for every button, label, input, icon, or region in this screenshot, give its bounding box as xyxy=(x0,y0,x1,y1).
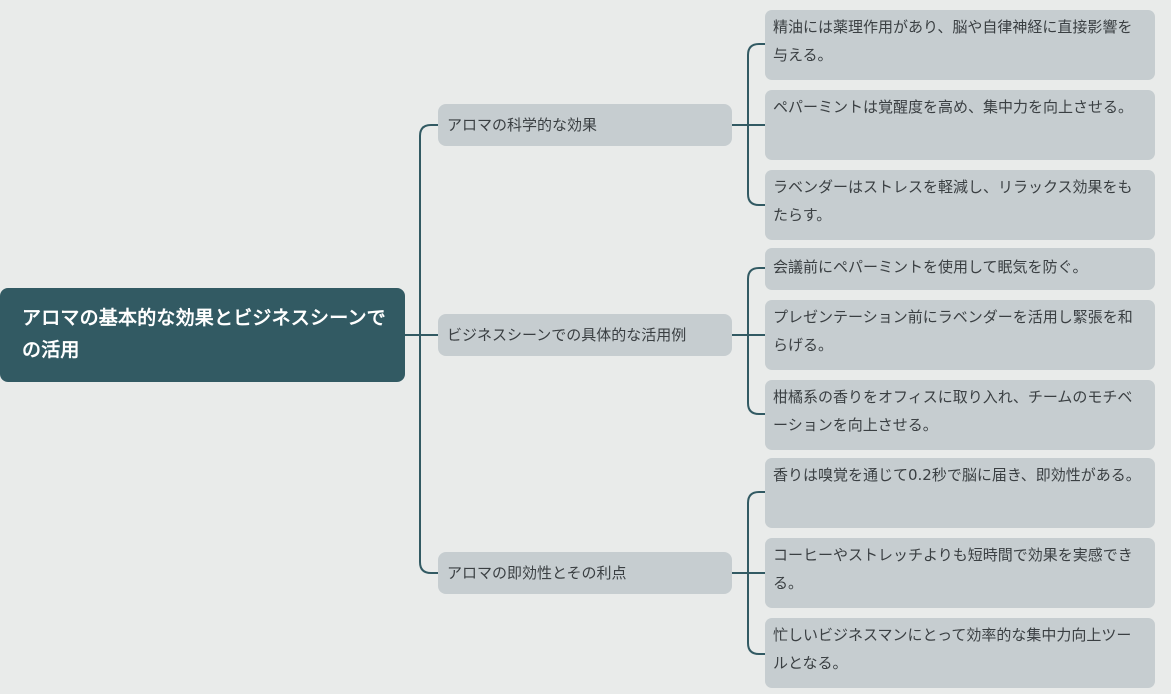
leaf-node-faster-than-coffee[interactable]: コーヒーやストレッチよりも短時間で効果を実感できる。 xyxy=(765,538,1155,608)
root-node-label: アロマの基本的な効果とビジネスシーンでの活用 xyxy=(22,307,386,361)
leaf-node-label: 柑橘系の香りをオフィスに取り入れ、チームのモチベーションを向上させる。 xyxy=(773,388,1133,434)
branch-node-immediacy-benefits[interactable]: アロマの即効性とその利点 xyxy=(438,552,732,594)
connector-branch-1-leaf-3 xyxy=(747,125,765,206)
connector-branch-2-leaf-1 xyxy=(747,267,765,335)
leaf-node-label: 精油には薬理作用があり、脳や自律神経に直接影響を与える。 xyxy=(773,18,1133,64)
leaf-node-label: ラベンダーはストレスを軽減し、リラックス効果をもたらす。 xyxy=(773,178,1133,224)
connector-root-branch-1 xyxy=(419,124,438,335)
root-node[interactable]: アロマの基本的な効果とビジネスシーンでの活用 xyxy=(0,288,405,382)
leaf-node-label: 忙しいビジネスマンにとって効率的な集中力向上ツールとなる。 xyxy=(773,626,1132,672)
leaf-node-label: 会議前にペパーミントを使用して眠気を防ぐ。 xyxy=(773,258,1088,276)
leaf-node-presentation-lavender[interactable]: プレゼンテーション前にラベンダーを活用し緊張を和らげる。 xyxy=(765,300,1155,370)
leaf-node-peppermint-alertness[interactable]: ペパーミントは覚醒度を高め、集中力を向上させる。 xyxy=(765,90,1155,160)
leaf-node-lavender-stress[interactable]: ラベンダーはストレスを軽減し、リラックス効果をもたらす。 xyxy=(765,170,1155,240)
leaf-node-efficient-tool[interactable]: 忙しいビジネスマンにとって効率的な集中力向上ツールとなる。 xyxy=(765,618,1155,688)
leaf-node-label: ペパーミントは覚醒度を高め、集中力を向上させる。 xyxy=(773,98,1134,116)
leaf-node-citrus-office[interactable]: 柑橘系の香りをオフィスに取り入れ、チームのモチベーションを向上させる。 xyxy=(765,380,1155,450)
branch-node-label: アロマの即効性とその利点 xyxy=(447,564,627,582)
leaf-node-meeting-peppermint[interactable]: 会議前にペパーミントを使用して眠気を防ぐ。 xyxy=(765,248,1155,290)
leaf-node-olfactory-speed[interactable]: 香りは嗅覚を通じて0.2秒で脳に届き、即効性がある。 xyxy=(765,458,1155,528)
connector-root-branch-3 xyxy=(419,335,438,574)
branch-node-scientific-effects[interactable]: アロマの科学的な効果 xyxy=(438,104,732,146)
leaf-node-label: プレゼンテーション前にラベンダーを活用し緊張を和らげる。 xyxy=(773,308,1133,354)
leaf-node-label: 香りは嗅覚を通じて0.2秒で脳に届き、即効性がある。 xyxy=(773,466,1141,484)
leaf-node-label: コーヒーやストレッチよりも短時間で効果を実感できる。 xyxy=(773,546,1133,592)
branch-node-label: アロマの科学的な効果 xyxy=(447,116,598,134)
connector-branch-3-leaf-3 xyxy=(747,573,765,655)
branch-node-business-examples[interactable]: ビジネスシーンでの具体的な活用例 xyxy=(438,314,732,356)
branch-node-label: ビジネスシーンでの具体的な活用例 xyxy=(447,326,687,344)
connector-branch-1-leaf-1 xyxy=(747,43,765,125)
connector-branch-3-leaf-1 xyxy=(747,491,765,573)
leaf-node-pharmacological-action[interactable]: 精油には薬理作用があり、脳や自律神経に直接影響を与える。 xyxy=(765,10,1155,80)
connector-branch-2-leaf-3 xyxy=(747,335,765,415)
